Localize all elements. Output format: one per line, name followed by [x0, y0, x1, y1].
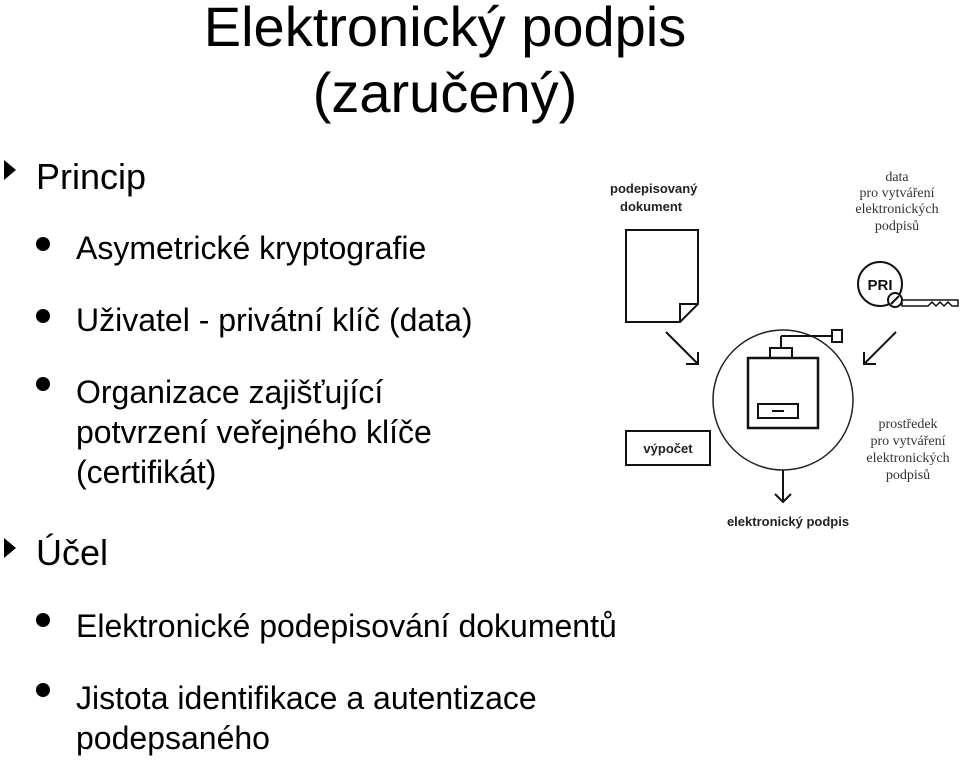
- bullet-item-multiline: Organizace zajišťující potvrzení veřejné…: [76, 372, 432, 492]
- signature-diagram-svg: podepisovaný dokument data pro vytváření…: [610, 170, 959, 529]
- computation-box: [625, 430, 711, 466]
- output-label: elektronický podpis: [727, 514, 849, 529]
- bullet-icon: [36, 613, 50, 627]
- section-marker-icon: [4, 538, 16, 558]
- signed-document-label-2: dokument: [620, 199, 683, 214]
- bullet-item: Elektronické podepisování dokumentů: [76, 608, 617, 644]
- bullet-icon: [36, 377, 50, 391]
- slide-title: Elektronický podpis (zaručený): [0, 0, 960, 126]
- arrow-down-icon: [774, 470, 792, 504]
- key-label: PRI: [867, 277, 892, 294]
- bullet-line: Organizace zajišťující: [76, 374, 384, 410]
- bullet-icon: [36, 683, 50, 697]
- signature-diagram: podepisovaný dokument data pro vytváření…: [600, 160, 960, 530]
- private-key-icon: PRI: [857, 261, 959, 308]
- data-label-4: podpisů: [875, 219, 919, 234]
- bullet-icon: [36, 309, 50, 323]
- device-label-4: podpisů: [886, 468, 930, 483]
- title-line-2: (zaručený): [312, 61, 578, 124]
- data-label-3: elektronických: [855, 202, 938, 217]
- arrow-icon: [665, 331, 699, 365]
- bullet-line: podepsaného: [76, 720, 270, 756]
- device-label-1: prostředek: [878, 417, 937, 432]
- bullet-icon: [36, 237, 50, 251]
- data-label-2: pro vytváření: [859, 186, 934, 201]
- bullet-item: Uživatel - privátní klíč (data): [76, 302, 473, 338]
- data-label-1: data: [885, 170, 909, 185]
- device-label-3: elektronických: [866, 451, 949, 466]
- section-marker-icon: [4, 160, 16, 180]
- section-heading-ucel: Účel: [36, 532, 109, 573]
- computation-label: výpočet: [643, 441, 693, 456]
- document-icon: [625, 229, 699, 323]
- signature-device-icon: [746, 329, 843, 430]
- arrow-icon: [863, 331, 897, 365]
- bullet-item: Asymetrické kryptografie: [76, 230, 427, 266]
- bullet-line: potvrzení veřejného klíče: [76, 414, 432, 450]
- title-line-1: Elektronický podpis: [203, 0, 687, 58]
- bullet-line: Jistota identifikace a autentizace: [76, 680, 537, 716]
- section-heading-princip: Princip: [36, 156, 147, 197]
- signed-document-label-1: podepisovaný: [610, 181, 698, 196]
- bullet-line: (certifikát): [76, 454, 217, 490]
- device-label-2: pro vytváření: [870, 434, 945, 449]
- bullet-item-multiline: Jistota identifikace a autentizace podep…: [76, 678, 537, 758]
